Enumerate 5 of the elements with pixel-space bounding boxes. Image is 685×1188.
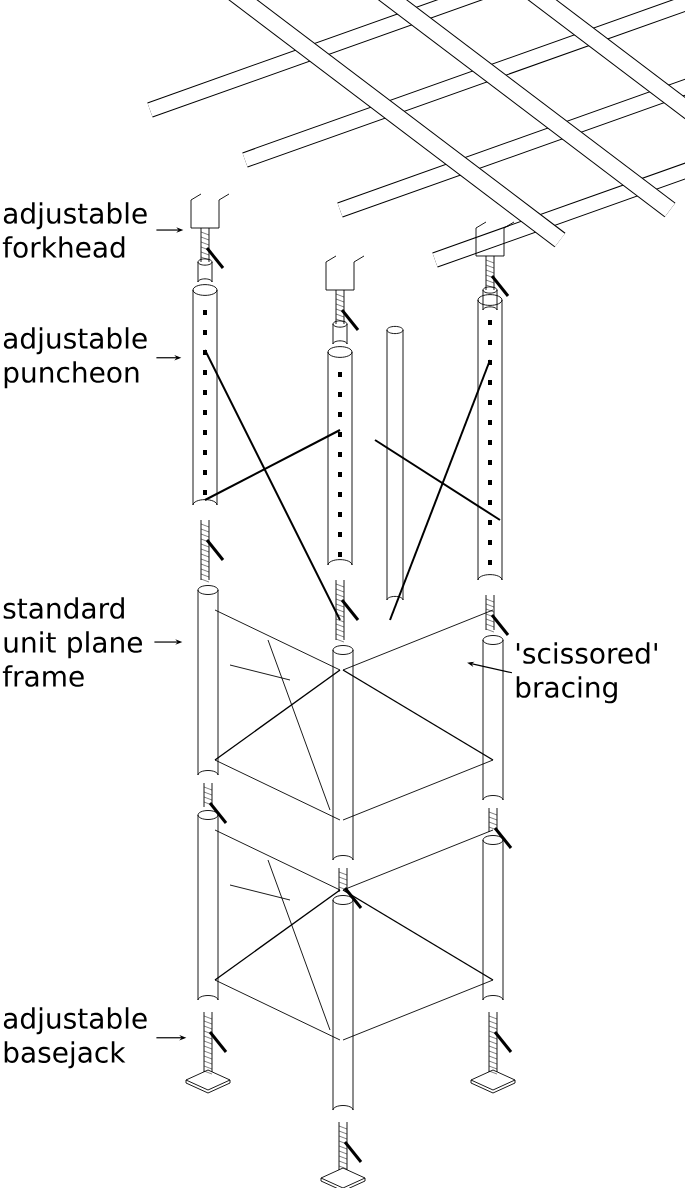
- label: adjustable puncheon: [3, 327, 147, 389]
- label: adjustable forkhead: [2, 202, 147, 258]
- label: adjustable basejack: [3, 1007, 147, 1069]
- label: 'scissored' bracing: [516, 642, 657, 704]
- label: standard unit plane frame: [2, 597, 142, 687]
